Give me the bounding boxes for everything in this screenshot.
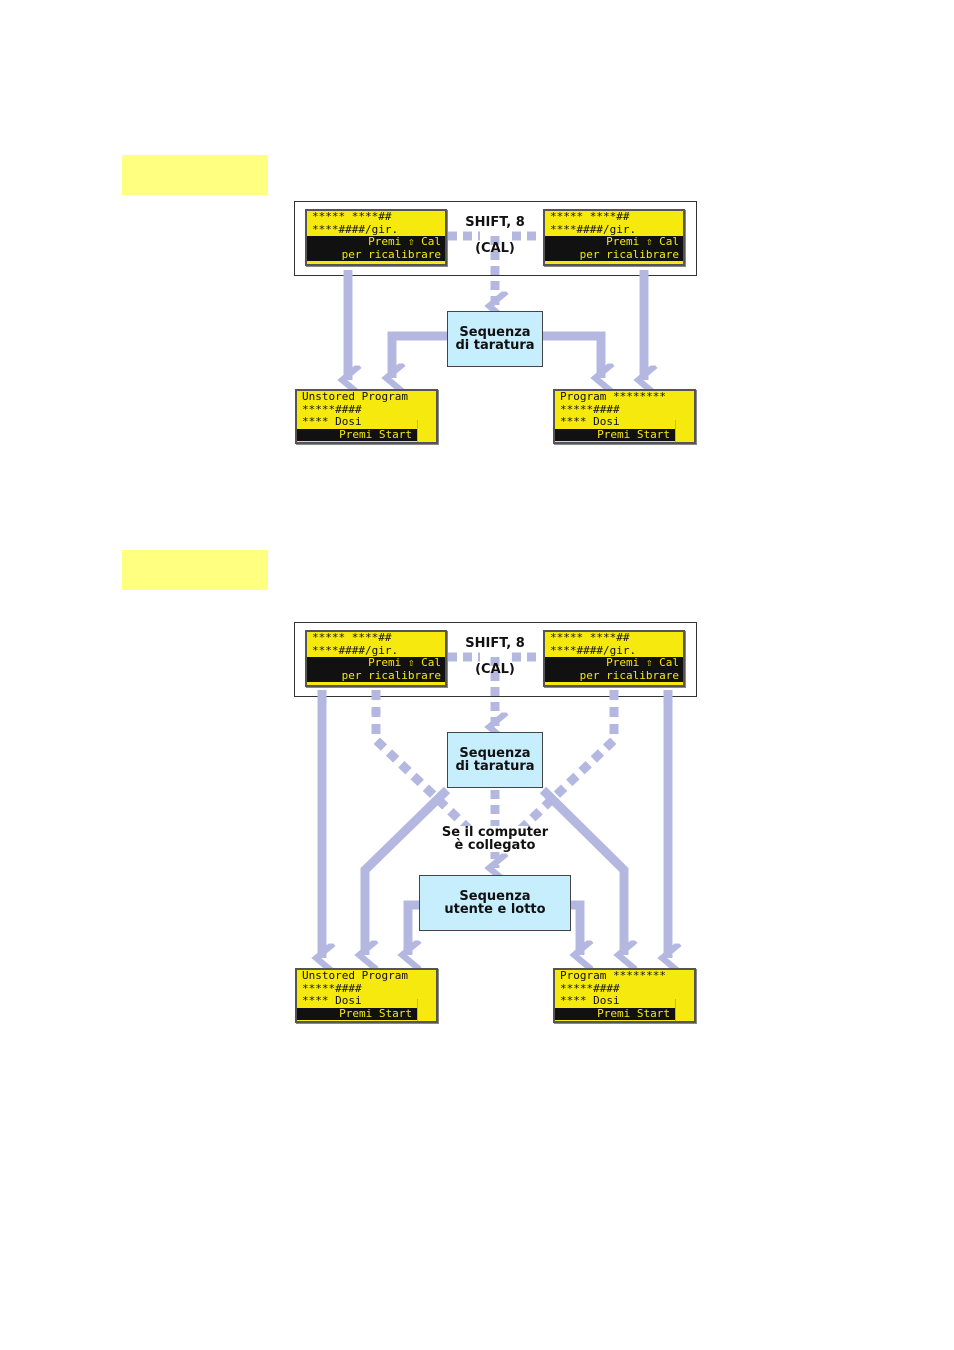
lcd-line: per ricalibrare <box>545 248 683 262</box>
calibration-sequence-1: Sequenza di taratura <box>447 311 543 367</box>
lcd-line: Program ******** <box>560 969 666 982</box>
arrow-d2-user-right <box>570 900 580 955</box>
lcd-corner <box>417 999 436 1021</box>
lcd-line: ***** ****## <box>550 631 630 644</box>
lcd-line: per ricalibrare <box>307 669 445 683</box>
box-line: Sequenza <box>459 325 531 340</box>
lcd-line: Premi Start <box>555 1007 694 1021</box>
command-line: SHIFT, 8 <box>465 636 525 651</box>
lcd-start-left-1: ***** ****## ****####/gir. Premi ⇧ Cal p… <box>305 209 447 266</box>
lcd-line: Premi ⇧ Cal <box>545 657 683 670</box>
lcd-line: ****####/gir. <box>550 222 637 236</box>
lcd-start-right-2: ***** ****## ****####/gir. Premi ⇧ Cal p… <box>543 630 685 687</box>
user-lot-sequence: Sequenza utente e lotto <box>419 875 571 931</box>
box-line: Sequenza <box>459 746 531 761</box>
command-line: (CAL) <box>475 241 515 256</box>
lcd-program-2: Program ******** *****#### **** Dosi Pre… <box>553 968 696 1023</box>
lcd-line: *****#### <box>560 981 620 995</box>
section-tab-2 <box>122 550 268 590</box>
lcd-line: per ricalibrare <box>307 248 445 262</box>
lcd-line: **** Dosi <box>302 415 362 429</box>
command-label-2: SHIFT, 8 (CAL) <box>455 631 535 683</box>
box-line: di taratura <box>455 338 535 353</box>
lcd-line: *****#### <box>302 402 362 416</box>
lcd-line: *****#### <box>560 402 620 416</box>
lcd-line: *****#### <box>302 981 362 995</box>
lcd-line: Unstored Program <box>302 969 408 982</box>
section-tab-1 <box>122 155 268 195</box>
lcd-line: ****####/gir. <box>550 643 637 657</box>
lcd-line: Unstored Program <box>302 390 408 403</box>
lcd-line: **** Dosi <box>560 415 620 429</box>
lcd-line: Premi Start <box>297 1007 436 1021</box>
box-line: Sequenza <box>459 889 531 904</box>
lcd-line: Premi ⇧ Cal <box>307 236 445 249</box>
lcd-line: **** Dosi <box>560 994 620 1008</box>
lcd-start-right-1: ***** ****## ****####/gir. Premi ⇧ Cal p… <box>543 209 685 266</box>
lcd-line: ***** ****## <box>312 210 392 223</box>
command-line: SHIFT, 8 <box>465 215 525 230</box>
lcd-line: Program ******** <box>560 390 666 403</box>
computer-connected-label: Se il computer è collegato <box>438 826 552 852</box>
lcd-line: Premi ⇧ Cal <box>307 657 445 670</box>
arrow-d1-cal-left <box>392 331 447 378</box>
lcd-unstored-1: Unstored Program *****#### **** Dosi Pre… <box>295 389 438 444</box>
lcd-line: ***** ****## <box>550 210 630 223</box>
command-label-1: SHIFT, 8 (CAL) <box>455 210 535 262</box>
arrow-d2-cal-left <box>365 786 451 955</box>
lcd-unstored-2: Unstored Program *****#### **** Dosi Pre… <box>295 968 438 1023</box>
arrow-d2-user-left <box>408 900 420 955</box>
lcd-start-left-2: ***** ****## ****####/gir. Premi ⇧ Cal p… <box>305 630 447 687</box>
lcd-line: ****####/gir. <box>312 643 399 657</box>
lcd-corner <box>675 420 694 442</box>
arrow-d1-cal-right <box>543 331 601 378</box>
box-line: utente e lotto <box>444 902 546 917</box>
cond-line: è collegato <box>454 838 536 853</box>
lcd-line: ****####/gir. <box>312 222 399 236</box>
lcd-line: Premi ⇧ Cal <box>545 236 683 249</box>
lcd-line: **** Dosi <box>302 994 362 1008</box>
command-line: (CAL) <box>475 662 515 677</box>
lcd-line: Premi Start <box>297 428 436 442</box>
lcd-line: ***** ****## <box>312 631 392 644</box>
lcd-line: per ricalibrare <box>545 669 683 683</box>
cond-line: Se il computer <box>441 825 549 840</box>
lcd-corner <box>417 420 436 442</box>
box-line: di taratura <box>455 759 535 774</box>
lcd-corner <box>675 999 694 1021</box>
calibration-sequence-2: Sequenza di taratura <box>447 732 543 788</box>
arrow-d2-cal-right <box>539 786 624 955</box>
lcd-line: Premi Start <box>555 428 694 442</box>
lcd-program-1: Program ******** *****#### **** Dosi Pre… <box>553 389 696 444</box>
